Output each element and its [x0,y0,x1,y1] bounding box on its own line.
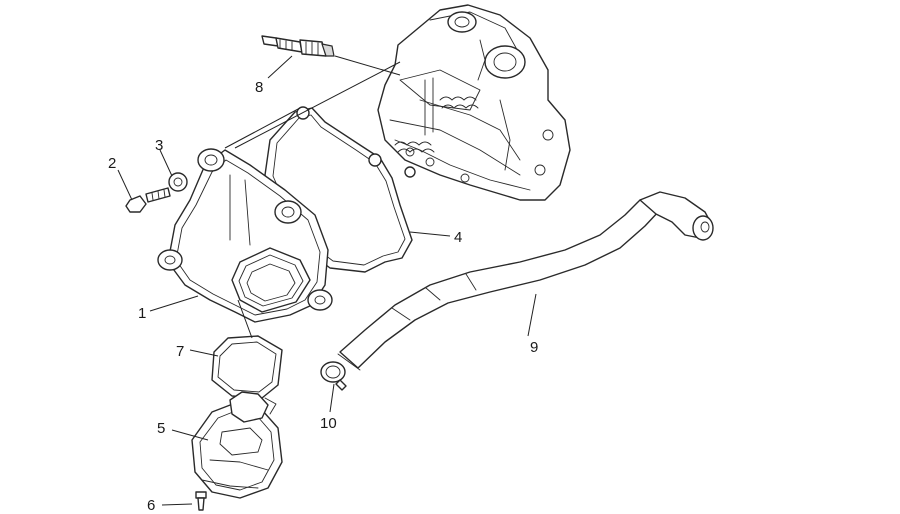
callout-5: 5 [157,420,165,437]
breather-cover [191,391,283,499]
sealing-washer [168,172,188,192]
breather-hose [337,191,714,371]
valve-cover [157,148,333,323]
callout-labels: 1 2 3 4 5 6 7 8 9 10 [108,79,538,514]
callout-2: 2 [108,155,116,172]
cylinder-head [377,4,571,201]
breather-gasket [211,335,283,399]
callout-3: 3 [155,137,163,154]
leader-lines [117,55,537,506]
callout-10: 10 [320,415,337,432]
callout-4: 4 [454,229,462,246]
callout-1: 1 [138,305,146,322]
callout-9: 9 [530,339,538,356]
flange-bolt [125,187,171,213]
hose-clamp [320,361,347,391]
callout-6: 6 [147,497,155,514]
callout-8: 8 [255,79,263,96]
spark-plug [261,35,335,57]
small-screw [195,491,207,511]
callout-7: 7 [176,343,184,360]
